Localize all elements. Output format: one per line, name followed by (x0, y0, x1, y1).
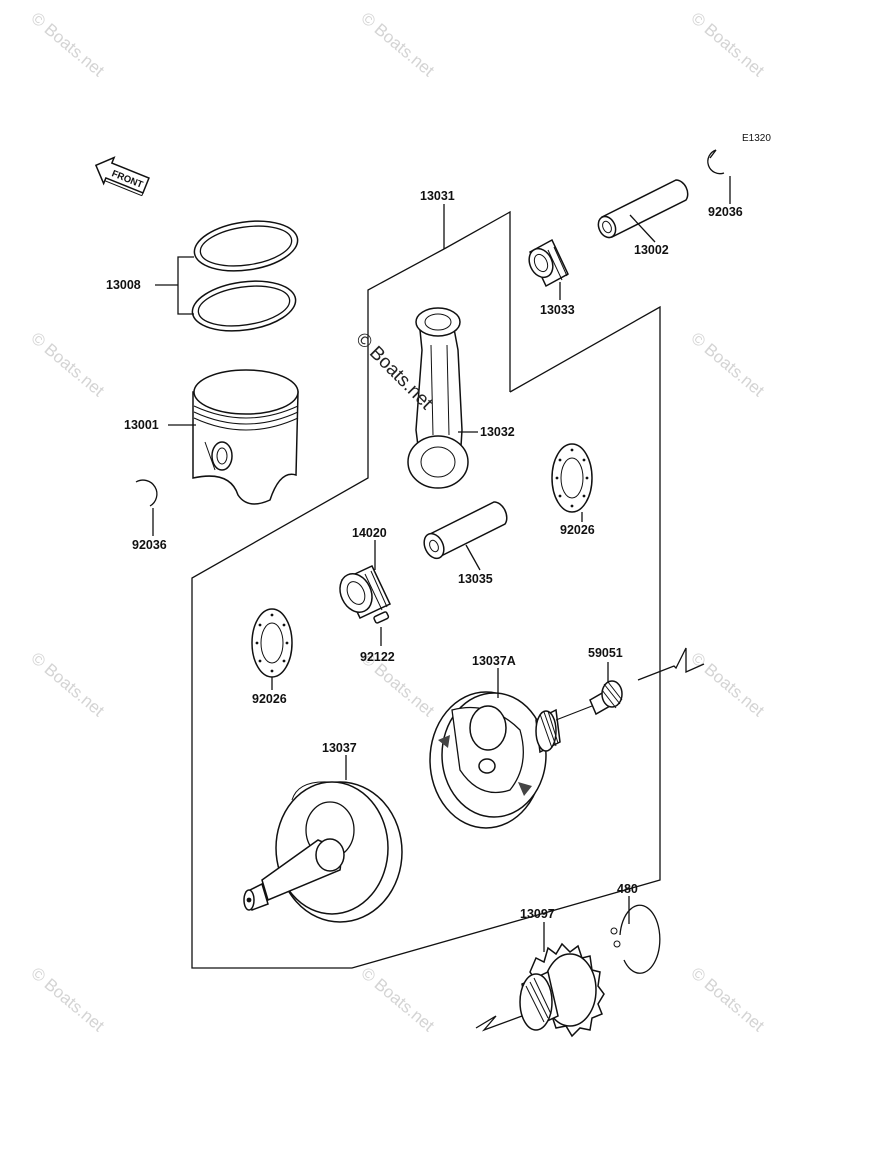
label-92026-left: 92026 (252, 692, 287, 706)
gear-icon (589, 680, 623, 716)
watermark: © Boats.net (687, 964, 768, 1036)
label-480: 480 (617, 882, 638, 896)
label-59051: 59051 (588, 646, 623, 660)
label-92122: 92122 (360, 650, 395, 664)
label-13031: 13031 (420, 189, 455, 203)
label-13008: 13008 (106, 278, 141, 292)
label-13097: 13097 (520, 907, 555, 921)
diagram-code: E1320 (742, 133, 771, 144)
label-13033: 13033 (540, 303, 575, 317)
thrust-washer-icon (551, 443, 593, 513)
snap-ring-icon (610, 904, 661, 974)
piston-icon (192, 369, 299, 505)
gear-icon (475, 942, 605, 1038)
label-92026-right: 92026 (560, 523, 595, 537)
watermark: © Boats.net (357, 9, 438, 81)
needle-bearing-icon (528, 238, 569, 288)
piston-rings-icon (191, 220, 299, 332)
crankshaft-half-icon (243, 781, 403, 923)
label-13037A: 13037A (472, 654, 516, 668)
circlip-icon (135, 479, 158, 507)
label-13032: 13032 (480, 425, 515, 439)
label-13037: 13037 (322, 741, 357, 755)
connecting-rod-icon (407, 307, 469, 489)
label-13001: 13001 (124, 418, 159, 432)
label-13002: 13002 (634, 243, 669, 257)
front-arrow-icon: FRONT (94, 156, 150, 197)
label-14020: 14020 (352, 526, 387, 540)
watermark: © Boats.net (687, 329, 768, 401)
needle-bearing-icon (339, 565, 392, 619)
crank-pin-icon (423, 501, 508, 560)
label-13035: 13035 (458, 572, 493, 586)
watermark: © Boats.net (357, 964, 438, 1036)
watermark: © Boats.net (27, 9, 108, 81)
piston-pin-icon (597, 179, 689, 239)
watermark: © Boats.net (687, 649, 768, 721)
label-92036-top: 92036 (708, 205, 743, 219)
group-outlines (191, 210, 661, 969)
thrust-washer-icon (251, 608, 293, 678)
watermark: © Boats.net (27, 649, 108, 721)
watermark: © Boats.net (27, 329, 108, 401)
circlip-icon (707, 149, 725, 175)
pin-icon (373, 611, 390, 624)
watermark: © Boats.net (27, 964, 108, 1036)
watermark: © Boats.net (687, 9, 768, 81)
label-92036-left: 92036 (132, 538, 167, 552)
crankshaft-half-icon (429, 691, 593, 829)
